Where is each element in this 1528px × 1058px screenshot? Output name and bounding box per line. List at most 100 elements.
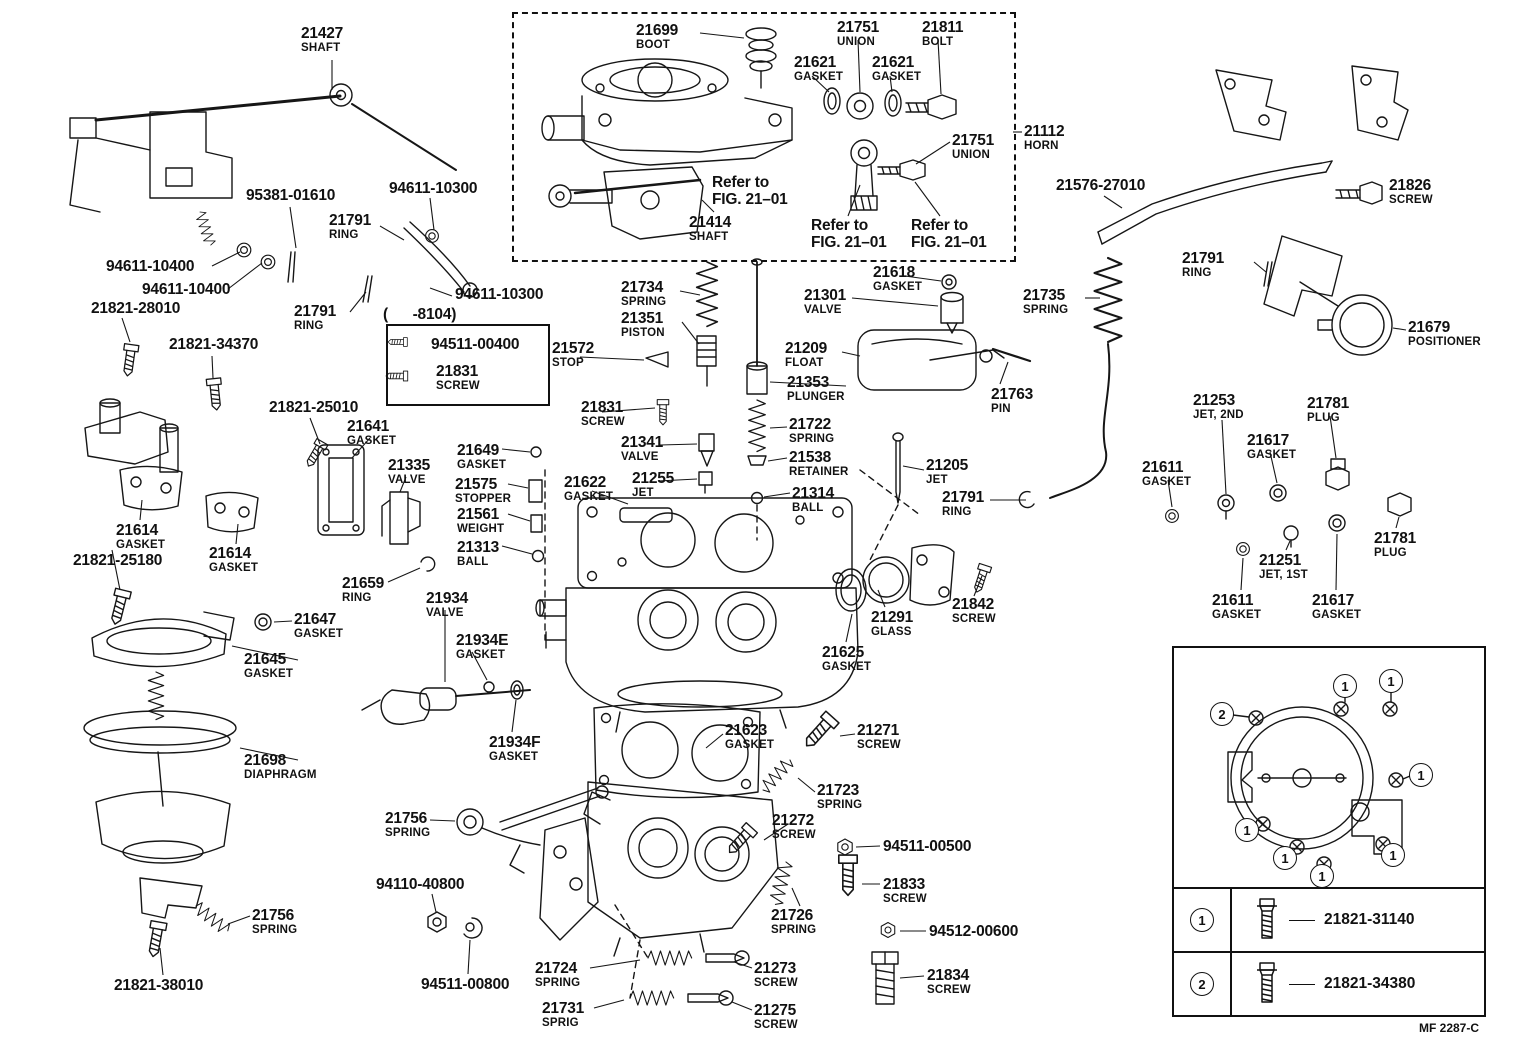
legend-row: 1 21821-31140: [1174, 887, 1484, 951]
circled-number-marker: 1: [1333, 674, 1357, 698]
part-label: 94611-10300: [389, 180, 478, 197]
circled-number-marker: 1: [1310, 864, 1334, 888]
part-label: 21821-25010: [269, 399, 359, 416]
circled-number-marker: 1: [1409, 763, 1433, 787]
figure-code: MF 2287-C: [1419, 1021, 1480, 1035]
horn-assembly-box: [512, 12, 1016, 262]
legend-row-body: 21821-31140: [1232, 897, 1415, 943]
part-label: 94511-00800: [421, 976, 510, 993]
part-label: ( -8104): [383, 306, 457, 323]
bolt-icon: [1257, 962, 1277, 1003]
part-label: 94511-00400: [431, 336, 520, 353]
circled-number-marker: 1: [1381, 843, 1405, 867]
legend-part-number: 21821-34380: [1324, 975, 1416, 992]
circled-number-marker: 2: [1210, 702, 1234, 726]
part-label: 21821-25180: [73, 552, 163, 569]
legend-leader-line: [1289, 919, 1315, 921]
legend-part-number: 21821-31140: [1324, 911, 1415, 928]
part-label: 94512-00600: [929, 923, 1019, 940]
legend-marker-cell: 1: [1174, 889, 1232, 951]
part-label: 94611-10400: [106, 258, 195, 275]
legend-leader-line: [1289, 983, 1315, 985]
circled-number-marker: 1: [1273, 846, 1297, 870]
part-label: 94110-40800: [376, 876, 465, 893]
part-label: 94611-10400: [142, 281, 231, 298]
screw-note-box: [386, 324, 550, 406]
legend-row-body: 21821-34380: [1232, 961, 1415, 1007]
part-label: 21821-38010: [114, 977, 204, 994]
part-label: 94511-00500: [883, 838, 972, 855]
legend-row: 2 21821-34380: [1174, 951, 1484, 1015]
part-label: 21576-27010: [1056, 177, 1146, 194]
legend-marker-cell: 2: [1174, 953, 1232, 1015]
circled-number-marker: 1: [1379, 669, 1403, 693]
circled-number-marker: 1: [1190, 908, 1214, 932]
